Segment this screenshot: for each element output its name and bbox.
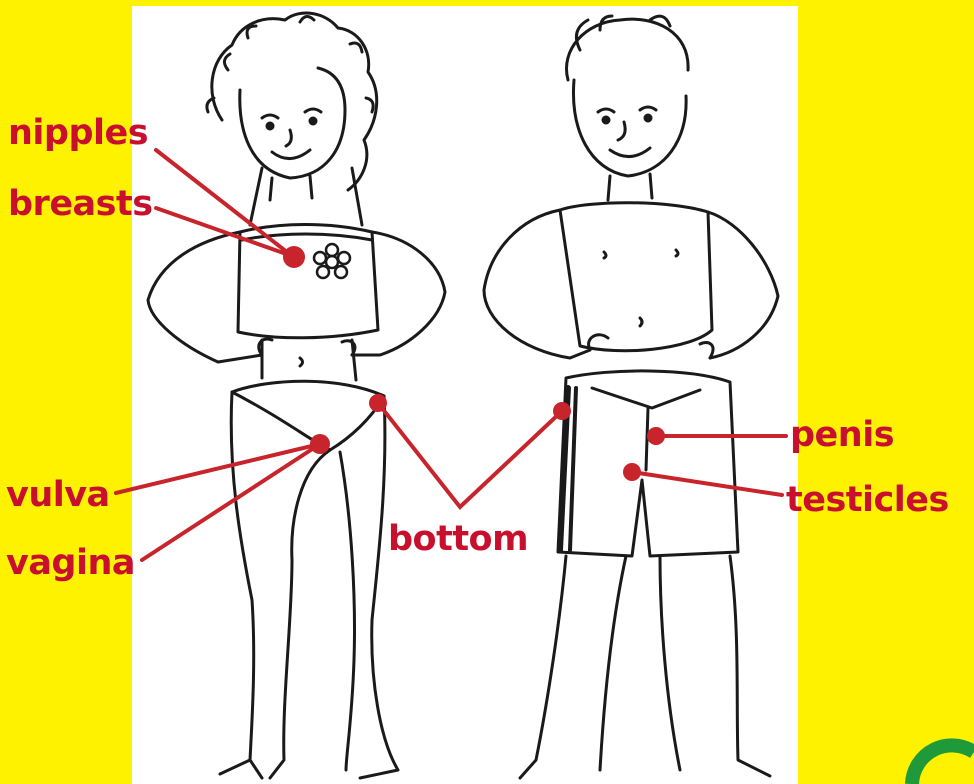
green-ring-icon xyxy=(912,745,974,784)
label-nipples: nipples xyxy=(8,113,148,153)
dot-girl-bottom xyxy=(369,394,387,412)
dot-testicles xyxy=(623,463,641,481)
label-testicles: testicles xyxy=(786,480,949,520)
label-bottom: bottom xyxy=(388,519,528,559)
label-breasts: breasts xyxy=(8,184,153,224)
dot-breast xyxy=(283,246,305,268)
label-penis: penis xyxy=(790,415,894,455)
dot-penis xyxy=(647,427,665,445)
label-vagina: vagina xyxy=(6,543,135,583)
dot-boy-bottom xyxy=(553,402,571,420)
label-vulva: vulva xyxy=(6,475,110,515)
dot-vulva xyxy=(310,434,330,454)
